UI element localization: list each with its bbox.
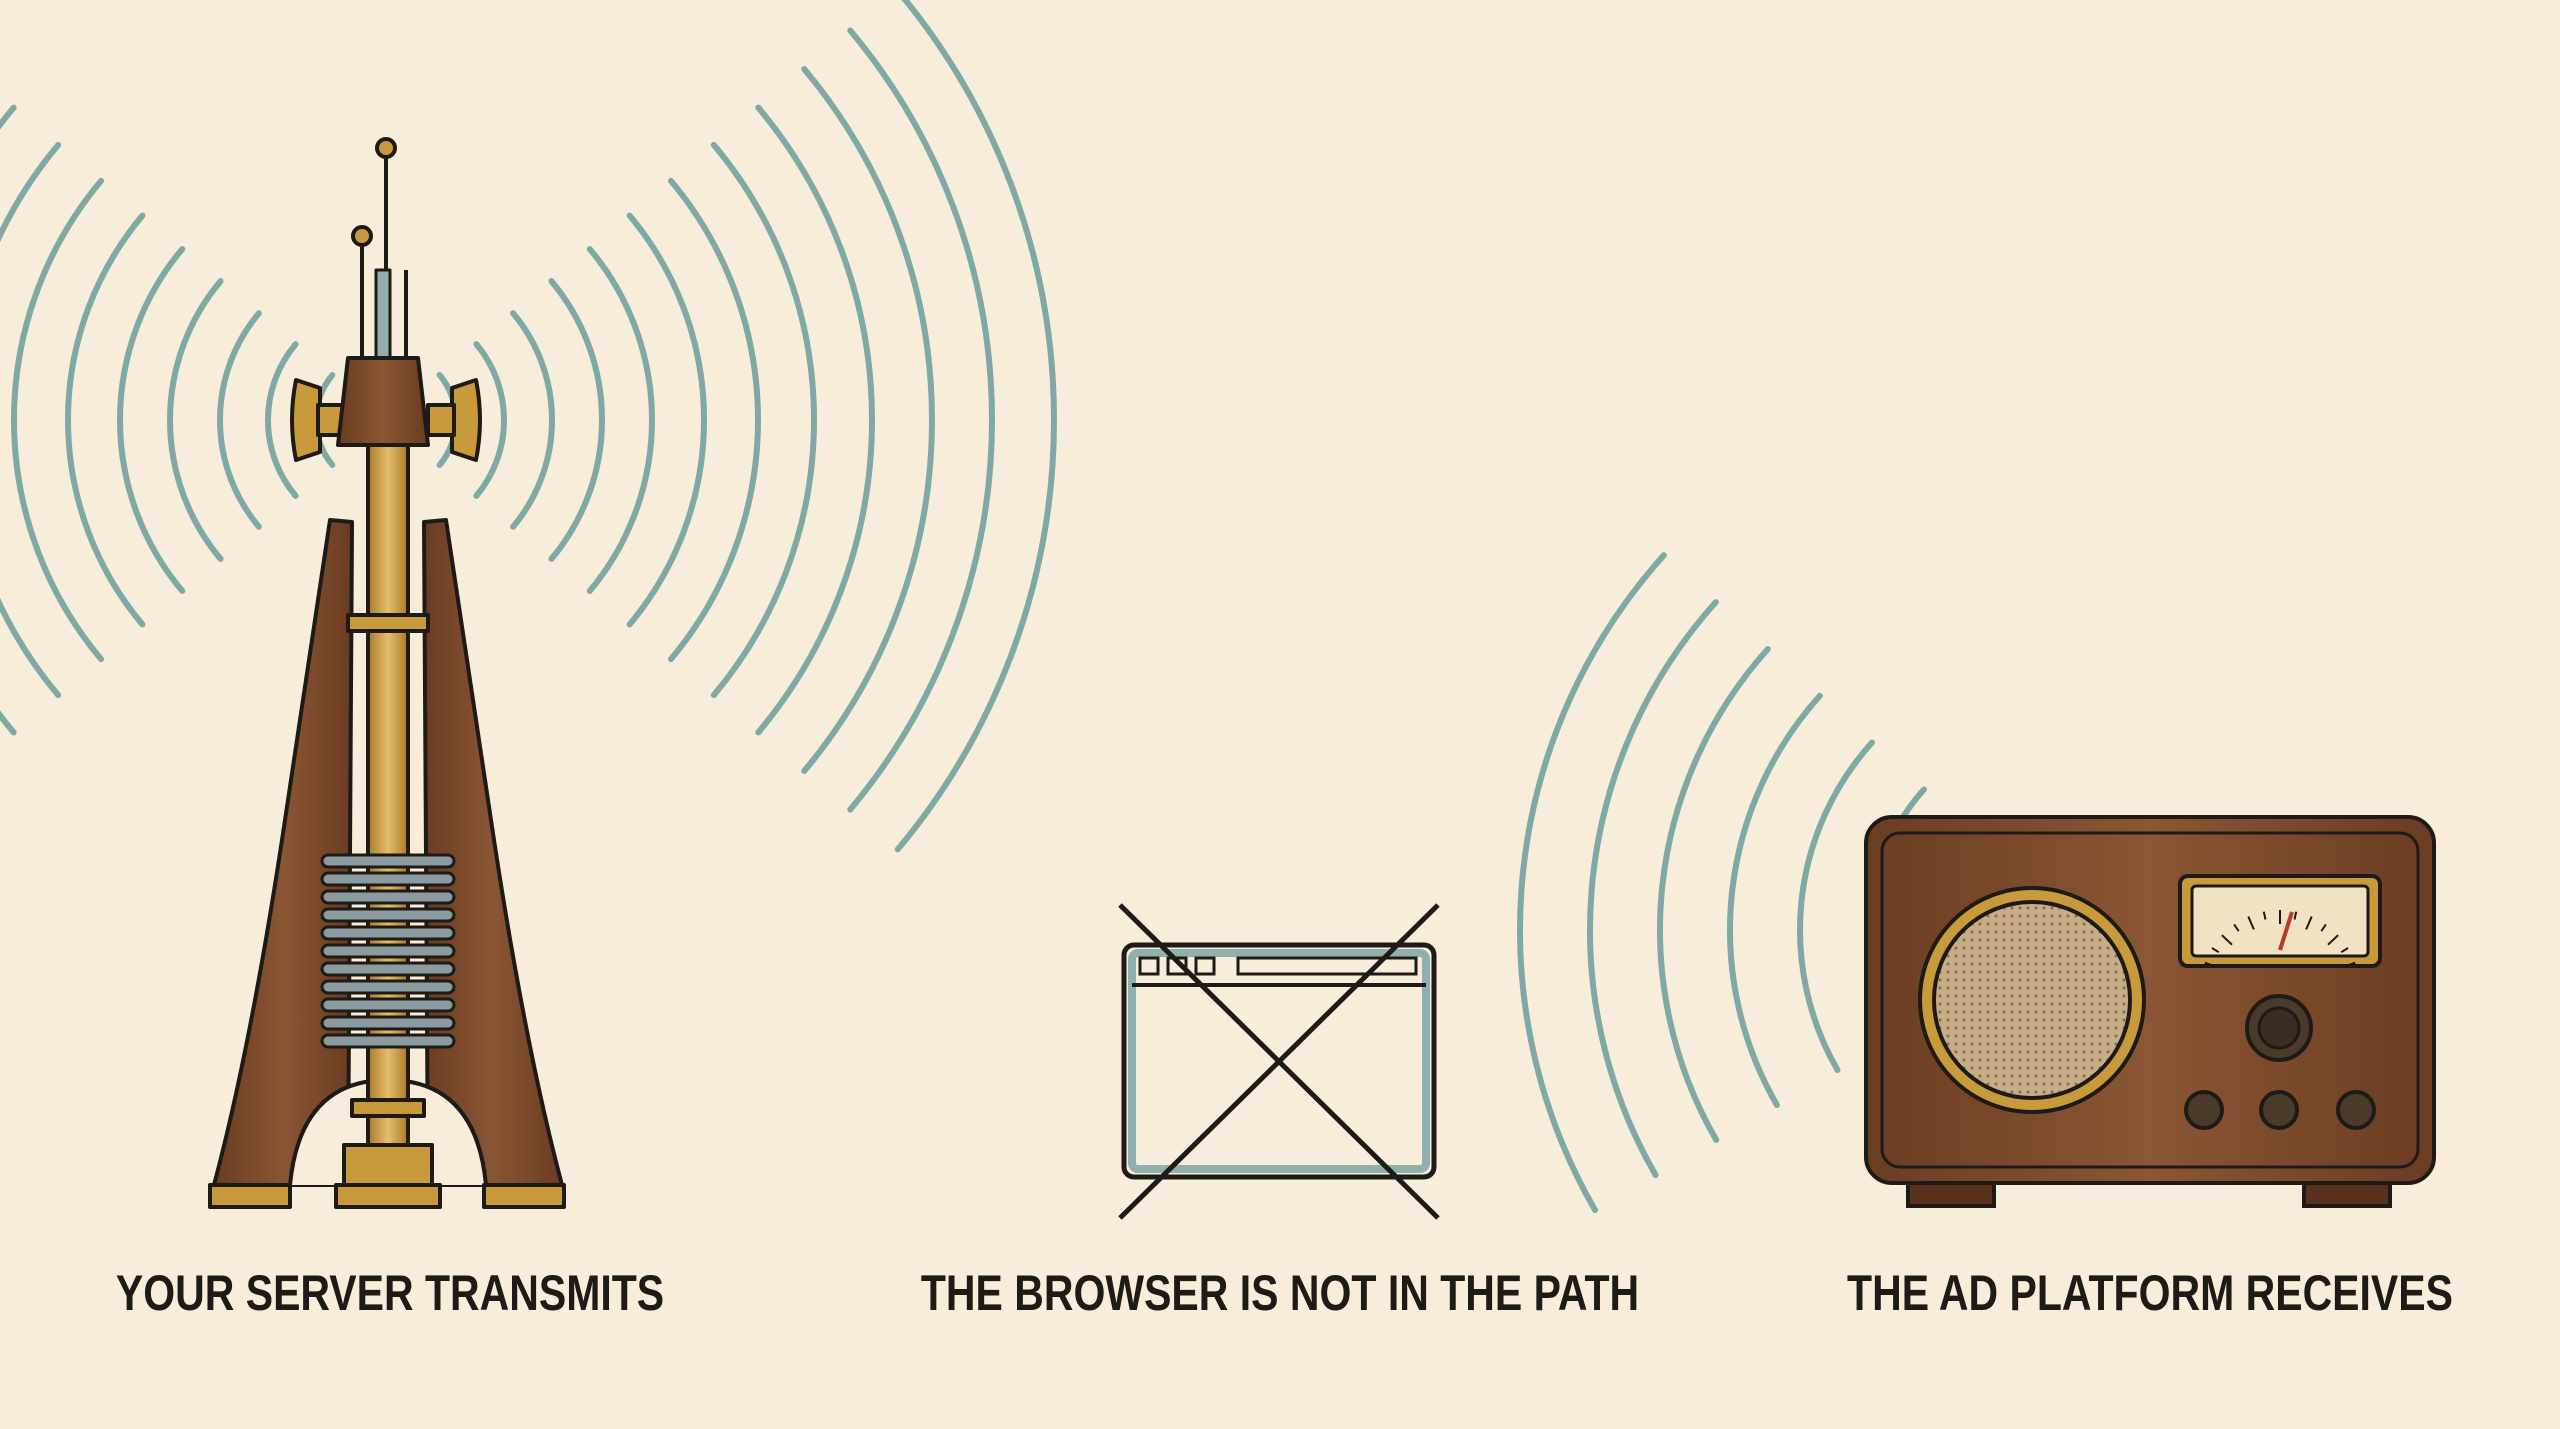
wave-arc — [11, 177, 105, 663]
wave-arc — [1657, 645, 1771, 1143]
wave-arc — [667, 177, 761, 663]
wave-arc — [217, 310, 262, 530]
wave-arc — [755, 104, 875, 736]
wave-arc — [710, 141, 817, 699]
dial-tick — [2327, 934, 2339, 946]
radio-waves-incoming — [1517, 552, 1927, 1213]
dial-tick — [2211, 947, 2220, 954]
wave-arc — [167, 278, 224, 562]
wave-arc — [847, 27, 995, 813]
server-label: YOUR SERVER TRANSMITS — [115, 1265, 665, 1321]
coil-ring — [320, 925, 456, 941]
dial-tick — [2233, 923, 2240, 932]
wave-arc — [117, 246, 186, 594]
coil-ring — [320, 961, 456, 977]
coil-ring — [320, 1015, 456, 1031]
browser-window-crossed-icon — [1118, 903, 1440, 1220]
dial-tick — [2340, 947, 2349, 954]
dial-tick — [2247, 916, 2255, 930]
dial-tick — [2204, 961, 2219, 969]
coil-ring — [320, 979, 456, 995]
coil-ring — [320, 1033, 456, 1049]
wave-arc — [0, 141, 62, 699]
wave-arc — [473, 341, 507, 499]
wave-arc — [548, 278, 605, 562]
wave-arc — [801, 66, 935, 774]
radio-waves-right — [436, 0, 1057, 853]
coil-ring — [320, 943, 456, 959]
wave-arc — [265, 341, 299, 499]
platform-label: THE AD PLATFORM RECEIVES — [1847, 1265, 2453, 1321]
dial-tick — [2320, 923, 2327, 932]
wave-arc — [1797, 739, 1875, 1073]
dial-tick — [2293, 911, 2298, 920]
dial-tick — [2221, 934, 2233, 946]
dial-tick — [2341, 961, 2356, 969]
wave-arc — [510, 310, 555, 530]
coil-ring — [320, 889, 456, 905]
coil-ring — [320, 997, 456, 1013]
wave-arc — [1587, 599, 1719, 1178]
wave-arc — [65, 212, 146, 628]
radio-tower-icon — [208, 137, 566, 1209]
wave-arc — [894, 0, 1057, 853]
dial-tick — [2305, 916, 2313, 930]
coil-ring — [320, 907, 456, 923]
coil-ring — [320, 871, 456, 887]
wave-arc — [586, 246, 655, 594]
coil-ring — [320, 853, 456, 869]
dial-tick — [2262, 911, 2267, 920]
vintage-radio-icon — [1864, 815, 2436, 1208]
wave-arc — [1517, 552, 1667, 1213]
wave-arc — [1727, 692, 1823, 1108]
browser-label: THE BROWSER IS NOT IN THE PATH — [920, 1265, 1640, 1321]
radio-waves-left — [0, 104, 336, 736]
wave-arc — [626, 212, 707, 628]
